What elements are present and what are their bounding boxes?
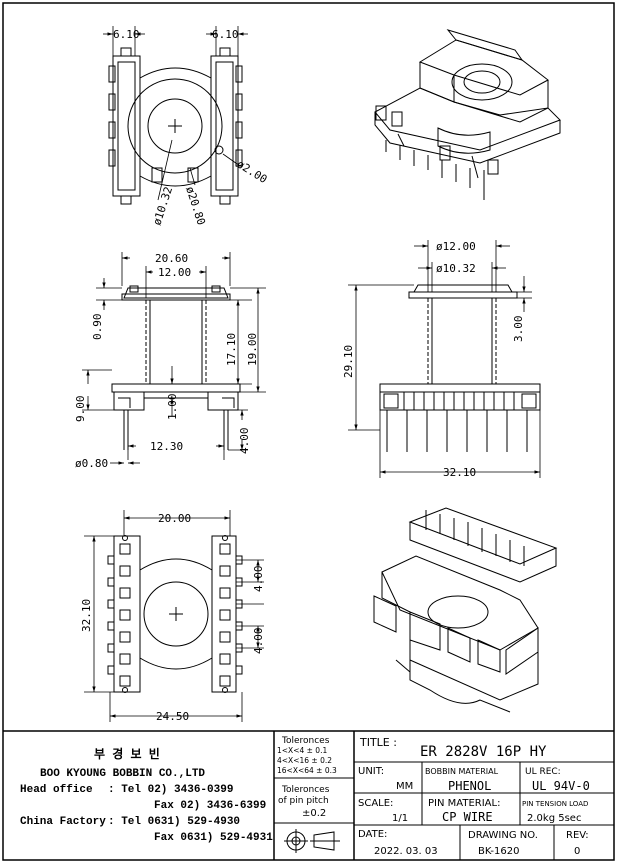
dim-inner-diameter: ø10.32	[150, 185, 175, 227]
pin-tension-label: PIN TENSION LOAD	[522, 800, 588, 808]
company-name-korean: 부 경 보 빈	[94, 746, 160, 762]
dim-winding-height: 17.10	[225, 333, 238, 366]
bottom-view-slots	[107, 535, 243, 693]
head-office-fax: Fax 02) 3436-6399	[154, 800, 266, 812]
scale-value: 1/1	[392, 813, 408, 824]
dim-left-pin-offset: 6.10	[113, 28, 140, 41]
date-value: 2022. 03. 03	[374, 846, 438, 857]
isometric-view-top	[374, 29, 561, 200]
side-view-fins	[403, 392, 515, 410]
tolerance-block	[274, 731, 355, 860]
china-factory-label: China Factory	[20, 816, 106, 828]
unit-label: UNIT:	[358, 766, 384, 777]
bottom-view	[107, 535, 243, 693]
drawing-no-value: BK-1620	[478, 846, 519, 857]
date-label: DATE:	[358, 829, 387, 840]
dim-hole-diameter: ø2.00	[234, 158, 269, 187]
bobbin-material-value: PHENOL	[448, 779, 491, 793]
bottom-view-dimensions	[84, 510, 264, 722]
side-view-pins	[386, 410, 528, 452]
dim-base-length: 32.10	[443, 466, 476, 479]
dim-right-pin-offset: 6.10	[212, 28, 239, 41]
dim-base-height: 9.00	[74, 396, 87, 423]
unit-value: MM	[396, 781, 413, 792]
dim-inner-width: 20.00	[158, 512, 191, 525]
front-view-dimensions	[82, 252, 266, 465]
dim-core-inner-diameter: ø10.32	[436, 262, 476, 275]
isometric-view-bottom	[373, 507, 558, 713]
scale-label: SCALE:	[358, 798, 393, 809]
dim-core-outer-diameter: ø12.00	[436, 240, 476, 253]
title-label: TITLE :	[359, 736, 397, 749]
pin-pitch-value: ±0.2	[302, 808, 326, 819]
iso-top-pins	[375, 105, 499, 200]
dim-flange-width: 20.60	[155, 252, 188, 265]
ul-rec-label: UL REC:	[525, 767, 561, 777]
company-block	[3, 730, 614, 860]
dim-side-total-height: 29.10	[342, 345, 355, 378]
tolerance-row-1: 1<X<4 ± 0.1	[277, 746, 327, 755]
dim-outer-width: 24.50	[156, 710, 189, 723]
rev-label: REV:	[566, 830, 589, 841]
pin-material-label: PIN MATERIAL:	[428, 798, 500, 809]
dim-pin-diameter: ø0.80	[75, 457, 108, 470]
tolerance-row-3: 16<X<64 ± 0.3	[277, 766, 337, 775]
tolerance-row-2: 4<X<16 ± 0.2	[277, 756, 332, 765]
bobbin-material-label: BOBBIN MATERIAL	[425, 767, 499, 776]
top-view	[108, 47, 243, 205]
dim-pitch-1: 4.00	[252, 566, 265, 593]
dim-pin-spacing: 12.30	[150, 440, 183, 453]
dim-pitch-2: 4.00	[252, 628, 265, 655]
top-view-dimensions	[103, 26, 248, 201]
dim-base-step: 1.00	[166, 394, 179, 421]
pin-pitch-title-1: Toleronces	[281, 785, 330, 795]
company-name-english: BOO KYOUNG BOBBIN CO.,LTD	[40, 768, 205, 780]
tolerance-title: Toleronces	[281, 736, 330, 746]
pin-material-value: CP WIRE	[442, 810, 493, 824]
drawing-no-label: DRAWING NO.	[468, 830, 538, 841]
dim-core-width: 12.00	[158, 266, 191, 279]
dim-outer-diameter: ø20.80	[183, 185, 208, 227]
title-block-grid	[354, 761, 614, 860]
ul-rec-value: UL 94V-0	[532, 779, 590, 793]
side-view-dimensions	[348, 240, 541, 478]
dim-flange-thickness: 0.90	[91, 314, 104, 341]
head-office-label: Head office	[20, 784, 93, 796]
title-value: ER 2828V 16P HY	[420, 744, 547, 760]
dim-flange-step: 3.00	[512, 316, 525, 343]
china-factory-fax: Fax 0631) 529-4931	[154, 832, 273, 844]
dim-pin-length: 4.00	[238, 428, 251, 455]
dim-bottom-length: 32.10	[80, 599, 93, 632]
pin-pitch-title-2: of pin pitch	[278, 796, 329, 806]
front-view	[111, 285, 241, 450]
pin-tension-value: 2.0kg 5sec	[527, 813, 581, 824]
rev-value: 0	[574, 846, 580, 857]
head-office-tel: : Tel 02) 3436-0399	[108, 784, 233, 796]
china-factory-tel: : Tel 0631) 529-4930	[108, 816, 240, 828]
side-view	[379, 284, 541, 452]
iso-bottom-pins	[425, 510, 525, 566]
dim-total-height: 19.00	[246, 333, 259, 366]
